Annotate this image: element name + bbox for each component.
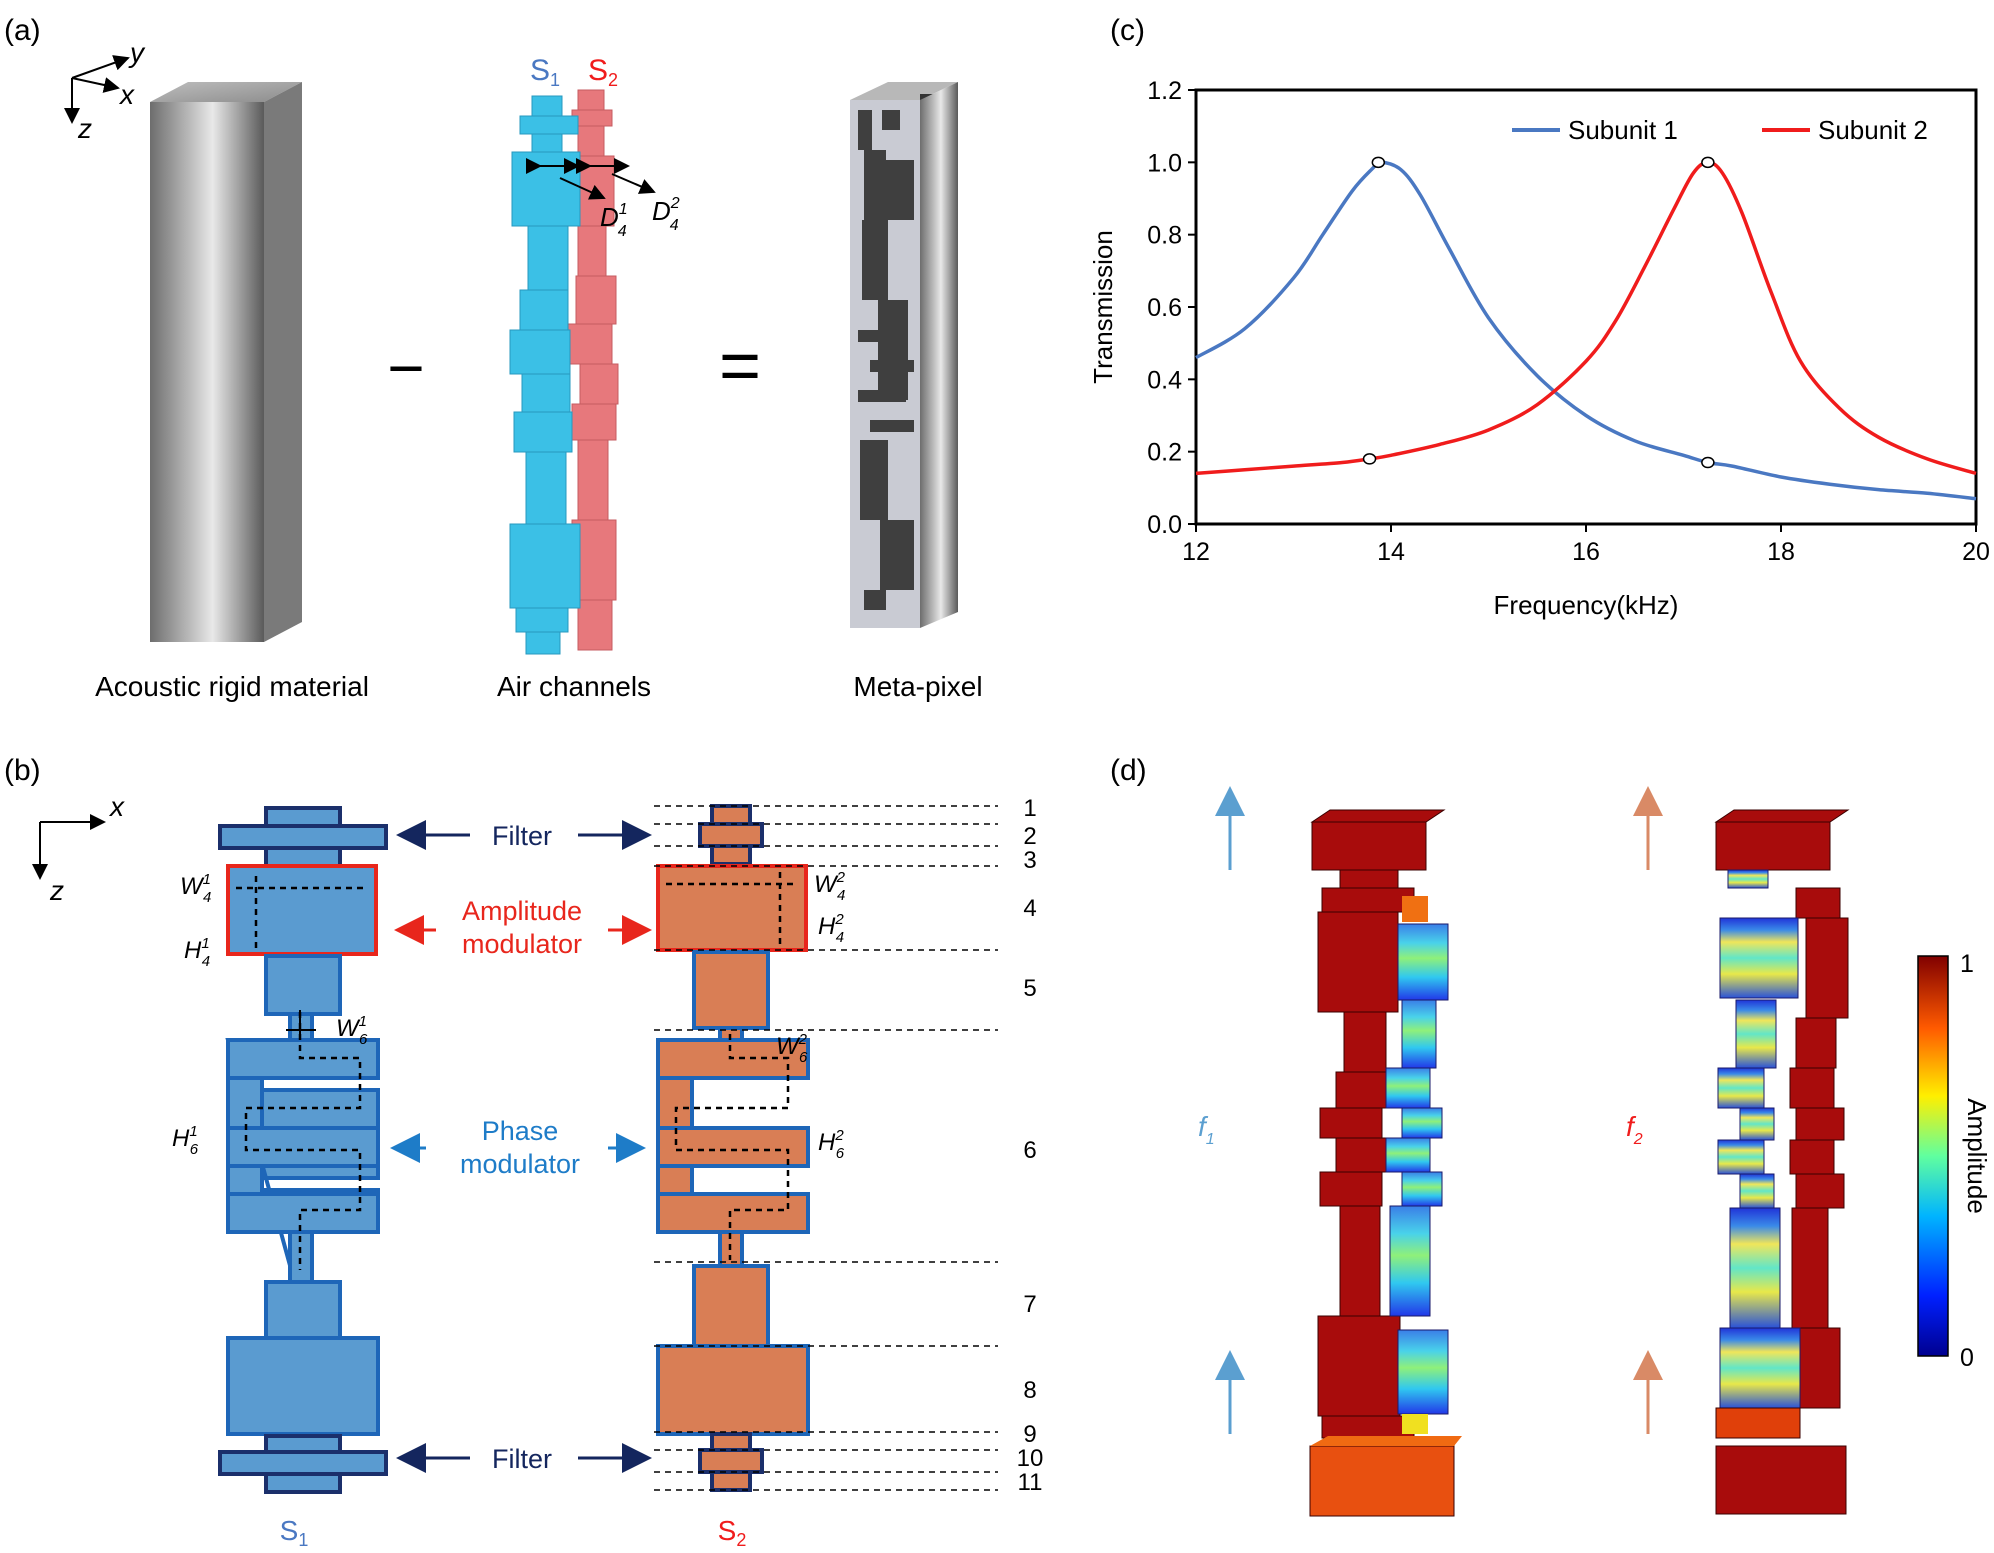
- amplitude-label-2: modulator: [462, 929, 582, 959]
- axis-x-label-b: x: [108, 791, 125, 822]
- layer-dividers: [654, 805, 998, 1491]
- y-tick-label: 1.2: [1147, 77, 1182, 105]
- x-tick-label: 12: [1182, 538, 1210, 566]
- y-tick-label: 0.6: [1147, 294, 1182, 322]
- series-line-1: [1195, 160, 1977, 501]
- chart-xlabel: Frequency(kHz): [1494, 590, 1679, 620]
- minus-sign: −: [387, 332, 424, 404]
- rigid-material-block: [150, 82, 302, 642]
- annotations-b: Filter Amplitude modulator Phase modulat…: [390, 820, 652, 1474]
- layer-number: 9: [1023, 1421, 1036, 1448]
- layer-number: 11: [1018, 1469, 1043, 1496]
- colorbar-gradient: [1917, 955, 1949, 1357]
- x-tick-label: 14: [1377, 538, 1405, 566]
- s1-structure: [218, 806, 388, 1494]
- axes-xz-b: x z: [32, 791, 125, 906]
- phase-label-2: modulator: [460, 1149, 580, 1179]
- meta-pixel-block: [850, 82, 958, 628]
- field-sim-f1: [1309, 809, 1462, 1517]
- air-channels-3d: [509, 89, 656, 655]
- amplitude-label-1: Amplitude: [462, 896, 582, 926]
- s1-channel-shape: [509, 95, 581, 655]
- series-line-2: [1195, 160, 1977, 476]
- colorbar: 1 0 Amplitude: [1917, 950, 1992, 1372]
- layer-number: 3: [1023, 847, 1036, 874]
- layer-number: 6: [1023, 1137, 1036, 1164]
- chart-legend: Subunit 1 Subunit 2: [1512, 115, 1928, 145]
- layer-number: 2: [1023, 823, 1036, 850]
- s2-label-a: S2: [588, 54, 618, 90]
- f2-label: f2: [1626, 1111, 1643, 1148]
- panel-b: (b) x z: [4, 754, 1043, 1550]
- panel-a-label: (a): [4, 14, 41, 47]
- s1-label-a: S1: [530, 54, 560, 90]
- x-tick-label: 18: [1767, 538, 1795, 566]
- colorbar-min: 0: [1960, 1344, 1974, 1372]
- caption-air: Air channels: [497, 671, 651, 702]
- chart-series-group: [1195, 160, 1977, 501]
- axis-x-label: x: [118, 79, 135, 110]
- panel-d-label: (d): [1110, 754, 1147, 787]
- colorbar-max: 1: [1960, 950, 1974, 978]
- y-tick-label: 1.0: [1147, 149, 1182, 177]
- filter-label-top: Filter: [492, 821, 552, 851]
- chart-ticks-group: 12 14 16 18 20 0.0 0.2 0.4 0.6 0.8 1.0 1.2: [1147, 77, 1990, 566]
- axis-z-label: z: [77, 113, 92, 144]
- s2-structure: [656, 804, 810, 1492]
- panel-c: (c) 12 14 16 18 20 0.0 0.2 0.4 0.6 0.8 1.0 1.2 Freq…: [1088, 14, 1990, 620]
- caption-metapixel: Meta-pixel: [853, 671, 982, 702]
- panel-d: (d) f1: [1110, 754, 1992, 1517]
- s2-label-b: S2: [718, 1515, 747, 1550]
- y-tick-label: 0.2: [1147, 439, 1182, 467]
- panel-c-label: (c): [1110, 14, 1145, 47]
- transmission-chart: 12 14 16 18 20 0.0 0.2 0.4 0.6 0.8 1.0 1.2 Frequenc…: [1088, 77, 1990, 620]
- chart-plot-frame: [1194, 88, 1978, 526]
- axis-y-label: y: [128, 37, 146, 68]
- layer-number: 8: [1023, 1377, 1036, 1404]
- chart-markers-group: [1362, 156, 1715, 469]
- field-sim-f2: [1714, 809, 1850, 1515]
- panel-a: (a) y x z Acoustic rigid material −: [4, 14, 983, 702]
- panel-b-label: (b): [4, 754, 41, 787]
- chart-ylabel: Transmission: [1088, 230, 1118, 384]
- chart-marker: [1362, 453, 1377, 465]
- colorbar-title: Amplitude: [1962, 1098, 1992, 1214]
- layer-number: 1: [1023, 795, 1036, 822]
- legend-label-subunit2: Subunit 2: [1818, 115, 1928, 145]
- x-tick-label: 20: [1962, 538, 1990, 566]
- equals-sign: =: [719, 326, 761, 406]
- layer-number: 5: [1023, 975, 1036, 1002]
- s1-label-b: S1: [280, 1515, 309, 1550]
- caption-rigid: Acoustic rigid material: [95, 671, 369, 702]
- layer-number: 10: [1017, 1445, 1044, 1472]
- phase-label-1: Phase: [482, 1116, 559, 1146]
- y-tick-label: 0.4: [1147, 366, 1182, 394]
- layer-number: 7: [1023, 1291, 1036, 1318]
- layer-numbers: 1 2 3 4 5 6 7 8 9 10 11: [1017, 795, 1044, 1496]
- y-tick-label: 0.0: [1147, 511, 1182, 539]
- y-tick-label: 0.8: [1147, 222, 1182, 250]
- axes-triad-a: y x z: [64, 37, 146, 144]
- chart-marker: [1701, 156, 1715, 169]
- layer-number: 4: [1023, 895, 1036, 922]
- filter-label-bottom: Filter: [492, 1444, 552, 1474]
- x-tick-label: 16: [1572, 538, 1600, 566]
- chart-marker: [1701, 456, 1715, 469]
- f1-label: f1: [1198, 1111, 1215, 1148]
- chart-marker: [1371, 156, 1386, 169]
- legend-label-subunit1: Subunit 1: [1568, 115, 1678, 145]
- axis-z-label-b: z: [49, 875, 64, 906]
